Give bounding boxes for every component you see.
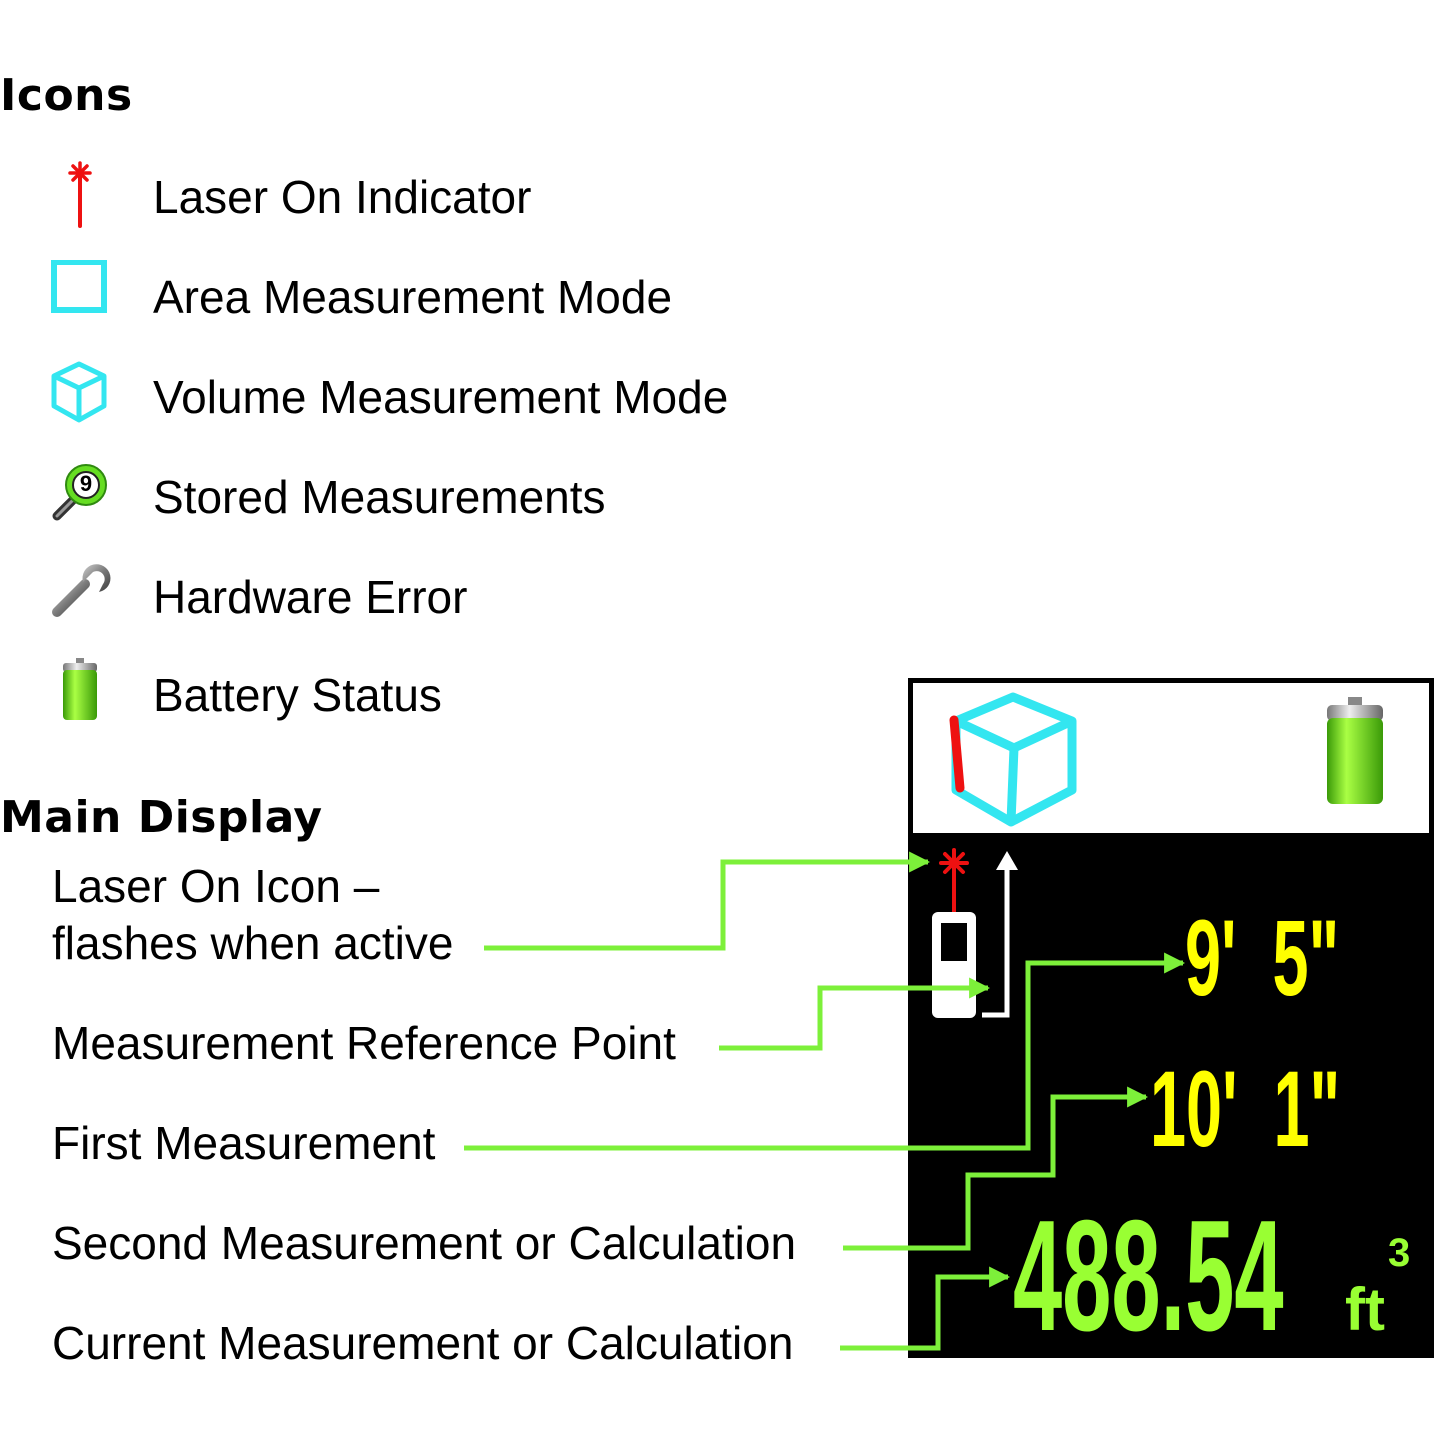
legend-label: Battery Status [153,669,442,721]
display-reference-arrowhead [996,851,1018,870]
legend-row-area: Area Measurement Mode [0,260,800,330]
legend-row-laser: Laser On Indicator [0,160,800,230]
display-laser-icon [939,848,969,912]
current-measurement-value: 488.54 [1013,1188,1284,1364]
display-battery-icon [1327,697,1383,804]
wrench-icon [45,560,115,630]
laser-icon [45,160,115,230]
legend-label: Volume Measurement Mode [153,371,729,423]
legend-row-stored: 9 Stored Measurements [0,460,800,530]
display-volume-active-edge [949,715,965,793]
callout-laser-line2: flashes when active [52,917,454,969]
callout-first-measurement: First Measurement [52,1117,436,1169]
legend-row-volume: Volume Measurement Mode [0,360,800,430]
main-display-heading: Main Display [0,792,323,843]
current-unit-exponent: 3 [1388,1231,1410,1275]
callout-laser-line1: Laser On Icon – [52,860,380,912]
display-screen [908,678,1434,1358]
legend-row-battery: Battery Status [0,658,800,728]
icons-heading: Icons [0,70,133,121]
display-status-bar [913,683,1429,833]
connector-reference [719,977,991,1051]
display-volume-cube-icon [951,692,1077,827]
legend-label: Laser On Indicator [153,171,532,223]
magnifier-icon: 9 [45,460,115,530]
battery-icon [45,658,115,728]
first-measurement-value: 9' 5" [1185,897,1339,1018]
display-reference-arrow [982,868,1010,1018]
second-measurement-value: 10' 1" [1150,1048,1340,1169]
legend-label: Area Measurement Mode [153,271,673,323]
current-unit: ft [1345,1276,1385,1343]
volume-cube-icon [45,360,115,430]
legend-label: Stored Measurements [153,471,606,523]
connector-laser [484,851,931,951]
connector-current [840,1266,1011,1351]
legend-row-hardware: Hardware Error [0,560,800,630]
legend-label: Hardware Error [153,571,468,623]
display-device-icon [932,912,976,1018]
callout-reference-point: Measurement Reference Point [52,1017,676,1069]
area-square-icon [45,260,115,330]
connector-second [843,1086,1149,1251]
stored-count-badge: 9 [79,471,93,496]
callout-second-measurement: Second Measurement or Calculation [52,1217,797,1269]
callout-current-measurement: Current Measurement or Calculation [52,1317,794,1369]
